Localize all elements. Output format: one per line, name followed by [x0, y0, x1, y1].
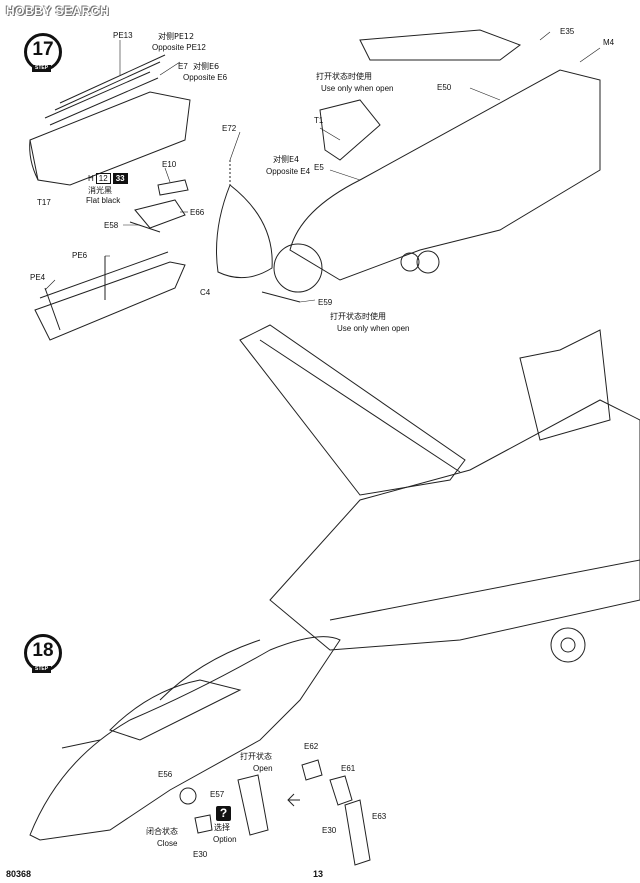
forward-fuselage-open [261, 29, 601, 303]
part-label: E63 [372, 812, 387, 821]
part-label: 对侧E4 [273, 155, 300, 164]
part-label: PE13 [113, 31, 133, 40]
airbrake-panel-upper [29, 54, 191, 186]
step-label: STEP [32, 65, 52, 72]
part-label: E30 [193, 850, 208, 859]
part-label: E35 [560, 27, 575, 36]
part-label: E61 [341, 764, 356, 773]
gear-door-parts [194, 759, 371, 866]
paint-name-cn: 消光黑 [88, 186, 112, 195]
part-label: E56 [158, 770, 173, 779]
usage-note-en: Use only when open [321, 84, 394, 93]
part-label: E57 [210, 790, 225, 799]
product-code: 80368 [6, 869, 32, 879]
part-label: T17 [37, 198, 51, 207]
part-label: E59 [318, 298, 333, 307]
paint-callout: H 12 33 [88, 173, 128, 184]
tray-part [129, 179, 189, 233]
part-label: T1 [314, 116, 324, 125]
close-state-en: Close [157, 839, 178, 848]
usage-note-cn: 打开状态时使用 [316, 72, 372, 81]
paint-number: 12 [95, 173, 111, 184]
part-label: E50 [437, 83, 452, 92]
paint-number: 33 [112, 173, 128, 184]
paint-code: H [88, 174, 94, 183]
part-label: E5 [314, 163, 324, 172]
part-label: PE4 [30, 273, 46, 282]
leader-lines [44, 31, 601, 303]
option-en: Option [213, 835, 237, 844]
airbrake-panel-lower [34, 251, 186, 341]
step-17-badge: 17 STEP [24, 33, 62, 72]
arrow-icon [287, 793, 300, 807]
part-label: Opposite E4 [266, 167, 311, 176]
part-label: 对侧PE12 [158, 32, 195, 41]
part-label: 对侧E6 [193, 62, 220, 71]
part-label: E72 [222, 124, 237, 133]
part-label: E66 [190, 208, 205, 217]
open-state-cn: 打开状态 [240, 752, 272, 761]
close-state-cn: 闭合状态 [146, 827, 178, 836]
paint-name-en: Flat black [86, 196, 121, 205]
open-state-en: Open [253, 764, 273, 773]
watermark-logo: HOBBY SEARCH [6, 4, 110, 18]
usage-note-cn: 打开状态时使用 [330, 312, 386, 321]
part-label: Opposite PE12 [152, 43, 206, 52]
part-label: PE6 [72, 251, 88, 260]
forward-fuselage-step18 [29, 636, 341, 841]
part-label: Opposite E6 [183, 73, 228, 82]
part-label: E10 [162, 160, 177, 169]
page-number: 13 [313, 869, 324, 879]
step-18-badge: 18 STEP [24, 634, 62, 673]
usage-note-en: Use only when open [337, 324, 410, 333]
part-label: E7 [178, 62, 188, 71]
part-label: E62 [304, 742, 319, 751]
step-label: STEP [32, 666, 52, 673]
part-label: E30 [322, 826, 337, 835]
radome-part [216, 160, 273, 279]
step-number: 17 [32, 39, 54, 60]
option-cn: 选择 [214, 823, 230, 832]
step-number: 18 [32, 640, 54, 661]
option-icon: ? [216, 806, 231, 821]
part-label: C4 [200, 288, 211, 297]
part-label: E58 [104, 221, 119, 230]
part-label: M4 [603, 38, 615, 47]
aircraft-main [239, 324, 640, 663]
